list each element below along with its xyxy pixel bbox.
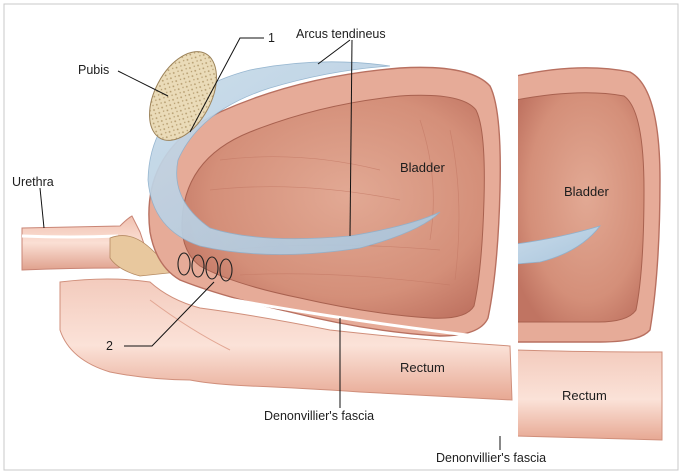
label-rectum-main: Rectum (400, 360, 445, 375)
label-pubis: Pubis (78, 63, 109, 77)
label-bladder-inset: Bladder (564, 184, 609, 199)
label-marker-2: 2 (106, 339, 113, 353)
inset-bladder-interior (516, 93, 644, 322)
label-denonvillier-main: Denonvillier's fascia (264, 409, 374, 423)
urethra-lumen (22, 236, 118, 237)
label-marker-1: 1 (268, 31, 275, 45)
label-denonvillier-inset: Denonvillier's fascia (436, 451, 546, 465)
label-rectum-inset: Rectum (562, 388, 607, 403)
label-bladder-main: Bladder (400, 160, 445, 175)
label-arcus-tendineus: Arcus tendineus (296, 27, 386, 41)
label-urethra: Urethra (12, 175, 54, 189)
inset-illustration (516, 68, 662, 440)
